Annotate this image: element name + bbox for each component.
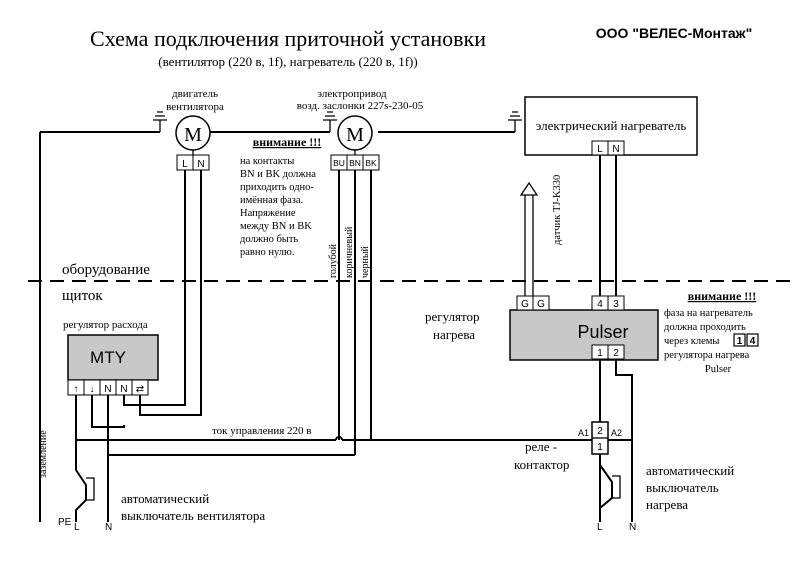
fan-motor-symbol: M: [184, 124, 202, 146]
pulser-label-2: нагрева: [433, 327, 475, 342]
heater-breaker-n: N: [629, 522, 636, 533]
pulser-label: регулятор: [425, 309, 480, 324]
fan-terminal-n-label: N: [197, 159, 204, 170]
warning-heater-line: фаза на нагреватель: [664, 308, 753, 319]
wire-black-label: черный: [360, 245, 371, 278]
wire-blue-label: голубой: [328, 243, 339, 278]
warning-damper-line: BN и BK должна: [240, 169, 316, 180]
warning-terminal-box: [733, 333, 746, 347]
warning-terminal-a: 1: [737, 336, 743, 347]
relay-a2-label: A2: [611, 428, 622, 438]
warning-damper-line: равно нулю.: [240, 247, 294, 258]
diagram-title: Схема подключения приточной установки: [90, 26, 486, 51]
heater-terminal-n-label: N: [612, 144, 619, 155]
warning-heater-line: Pulser: [705, 364, 732, 375]
warning-damper-line: имённая фаза.: [240, 195, 303, 206]
diagram-subtitle: (вентилятор (220 в, 1f), нагреватель (22…: [158, 54, 417, 69]
warning-damper-line: на контакты: [240, 156, 294, 167]
relay-terminal-2: 2: [597, 426, 603, 437]
fan-breaker-label-2: выключатель вентилятора: [121, 508, 265, 523]
pulser-terminal-label: 1: [597, 348, 603, 359]
pulser-name: Pulser: [577, 322, 628, 342]
ground-symbol: [153, 111, 522, 132]
damper-motor-label-2: возд. заслонки 227s-230-05: [297, 100, 424, 112]
fan-terminal-l-label: L: [182, 159, 188, 170]
control-current-label: ток управления 220 в: [212, 425, 311, 437]
heater-breaker: [599, 464, 621, 509]
warning-heater-line: регулятора нагрева: [664, 350, 750, 361]
zone-equipment-label: оборудование: [62, 262, 150, 278]
mty-label: регулятор расхода: [63, 319, 148, 331]
warning-damper-line: приходить одно-: [240, 182, 314, 193]
pulser-terminal-label: 2: [613, 348, 619, 359]
fan-breaker: [75, 469, 95, 522]
wires-pulser: [599, 155, 633, 522]
ground-wire: [39, 131, 515, 522]
zone-panel-label: щиток: [62, 288, 103, 304]
mty-name: MTY: [90, 348, 126, 367]
pulser-terminal-label: 3: [613, 299, 619, 310]
pulser-terminal-g: [532, 295, 550, 311]
damper-motor-label: электропривод: [317, 88, 387, 100]
fan-breaker-l: L: [74, 522, 80, 533]
damper-motor-symbol: M: [346, 124, 364, 146]
warning-damper-line: должно быть: [240, 234, 298, 245]
warning-damper-line: между BN и BK: [240, 221, 312, 232]
heater-breaker-l: L: [597, 522, 603, 533]
fan-motor-label-2: вентилятора: [166, 101, 224, 113]
warning-terminal-box: [746, 333, 759, 347]
temperature-sensor: [519, 181, 539, 297]
mty-terminal-label: ↓: [90, 384, 95, 395]
warning-damper-title: внимание !!!: [253, 135, 322, 149]
fan-motor-label: двигатель: [172, 88, 218, 100]
relay-label: реле -: [525, 439, 557, 454]
fan-breaker-n: N: [105, 522, 112, 533]
company-name: ООО "ВЕЛЕС-Монтаж": [596, 25, 752, 41]
warning-damper-note: внимание !!! на контакты BN и BK должна …: [240, 135, 321, 258]
pulser-terminal-label: 4: [597, 299, 603, 310]
wire-brown-label: коричневый: [344, 226, 355, 278]
mty-terminal-label: ↑: [74, 384, 79, 395]
wires-panel: [75, 395, 595, 522]
damper-terminal-bn-label: BN: [349, 158, 361, 168]
wires-fan: [123, 170, 202, 416]
warning-heater-note: внимание !!! фаза на нагреватель должна …: [664, 289, 759, 375]
pulser-terminal-label: G: [537, 299, 545, 310]
relay-label-2: контактор: [514, 457, 569, 472]
warning-heater-line: через клемы: [664, 336, 719, 347]
mty-terminal-label: N: [104, 384, 111, 395]
fan-breaker-label: автоматический: [121, 491, 209, 506]
warning-heater-title: внимание !!!: [688, 289, 757, 303]
pulser-regulator: [509, 309, 659, 361]
mty-terminal-label: ⇄: [136, 384, 144, 395]
heater-breaker-label-3: нагрева: [646, 497, 688, 512]
wires-damper: [338, 170, 372, 455]
warning-damper-line: Напряжение: [240, 208, 296, 219]
damper-terminal-bu-label: BU: [333, 158, 345, 168]
fan-breaker-pe: PE: [58, 517, 72, 528]
heater-breaker-label: автоматический: [646, 463, 734, 478]
relay-terminal-1: 1: [597, 442, 603, 453]
heater-breaker-label-2: выключатель: [646, 480, 719, 495]
sensor-label: датчик TJ-K330: [552, 175, 563, 245]
damper-terminal-bk-label: BK: [365, 158, 377, 168]
heater-label: электрический нагреватель: [536, 118, 687, 133]
mty-terminal-label: N: [120, 384, 127, 395]
ground-label: заземление: [38, 430, 49, 478]
heater-terminal-l-label: L: [597, 144, 603, 155]
warning-terminal-b: 4: [750, 336, 756, 347]
warning-heater-line: должна проходить: [664, 322, 746, 333]
pulser-terminal-label: G: [521, 299, 529, 310]
mty-regulator: [67, 334, 159, 381]
relay-a1-label: A1: [578, 428, 589, 438]
